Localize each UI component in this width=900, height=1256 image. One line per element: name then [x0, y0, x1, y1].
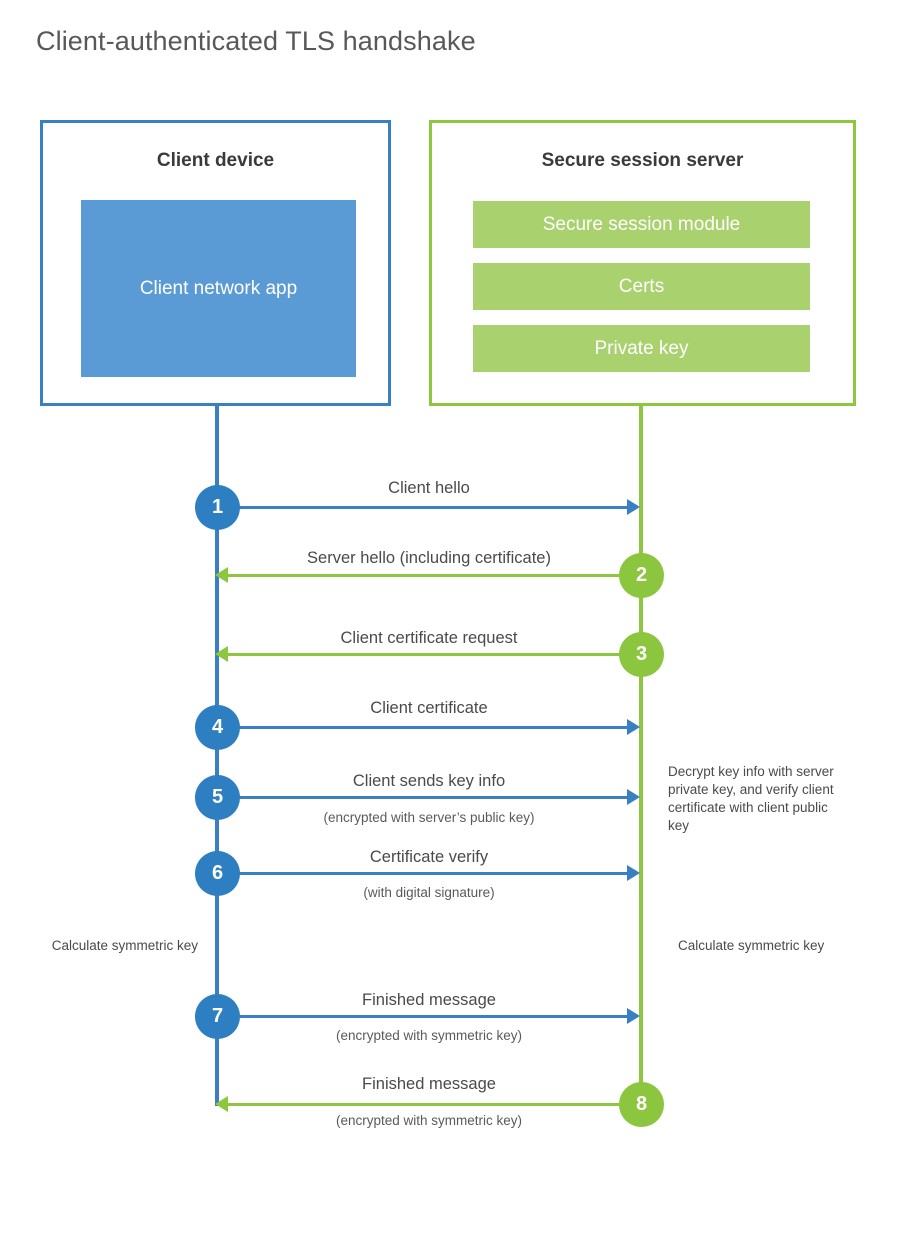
- message-label-7: Finished message: [362, 991, 496, 1009]
- message-line-5: [217, 796, 627, 799]
- server-component-secure-session-module: Secure session module: [473, 201, 810, 248]
- client-lifeline: [215, 406, 219, 1106]
- message-line-7: [217, 1015, 627, 1018]
- message-label-8: Finished message: [362, 1075, 496, 1093]
- arrow-head-1: [627, 499, 640, 515]
- step-marker-8[interactable]: 8: [619, 1082, 664, 1127]
- arrow-head-2: [215, 567, 228, 583]
- arrow-head-4: [627, 719, 640, 735]
- step-marker-5[interactable]: 5: [195, 775, 240, 820]
- arrow-head-6: [627, 865, 640, 881]
- message-label-4: Client certificate: [370, 699, 488, 717]
- secure-session-server-box: Secure session server Secure session mod…: [429, 120, 856, 406]
- message-sublabel-5: (encrypted with server’s public key): [323, 810, 535, 825]
- annotation-decrypt-key-info: Decrypt key info with server private key…: [668, 764, 834, 833]
- message-line-1: [217, 506, 627, 509]
- arrow-head-7: [627, 1008, 640, 1024]
- annotation-calculate-symmetric-key-server: Calculate symmetric key: [678, 938, 825, 953]
- arrow-head-5: [627, 789, 640, 805]
- step-marker-3[interactable]: 3: [619, 632, 664, 677]
- secure-session-server-title: Secure session server: [541, 150, 744, 171]
- message-line-2: [228, 574, 641, 577]
- step-marker-2[interactable]: 2: [619, 553, 664, 598]
- message-sublabel-8: (encrypted with symmetric key): [335, 1113, 523, 1128]
- step-marker-6[interactable]: 6: [195, 851, 240, 896]
- message-line-6: [217, 872, 627, 875]
- server-lifeline: [639, 406, 643, 1106]
- message-line-3: [228, 653, 641, 656]
- step-marker-4[interactable]: 4: [195, 705, 240, 750]
- arrow-head-8: [215, 1096, 228, 1112]
- arrow-head-3: [215, 646, 228, 662]
- client-device-box: Client device Client network app: [40, 120, 391, 406]
- message-sublabel-7: (encrypted with symmetric key): [335, 1028, 523, 1043]
- step-marker-1[interactable]: 1: [195, 485, 240, 530]
- client-network-app-block: Client network app: [81, 200, 356, 377]
- message-label-3: Client certificate request: [340, 629, 518, 647]
- message-label-5: Client sends key info: [352, 772, 506, 790]
- page-title: Client-authenticated TLS handshake: [36, 26, 476, 56]
- step-marker-7[interactable]: 7: [195, 994, 240, 1039]
- message-line-8: [228, 1103, 641, 1106]
- server-component-certs: Certs: [473, 263, 810, 310]
- message-label-6: Certificate verify: [369, 848, 489, 866]
- message-label-2: Server hello (including certificate): [307, 549, 551, 567]
- message-label-1: Client hello: [388, 479, 470, 497]
- client-device-title: Client device: [156, 150, 275, 171]
- message-sublabel-6: (with digital signature): [363, 885, 495, 900]
- message-line-4: [217, 726, 627, 729]
- server-component-private-key: Private key: [473, 325, 810, 372]
- annotation-calculate-symmetric-key-client: Calculate symmetric key: [51, 938, 198, 953]
